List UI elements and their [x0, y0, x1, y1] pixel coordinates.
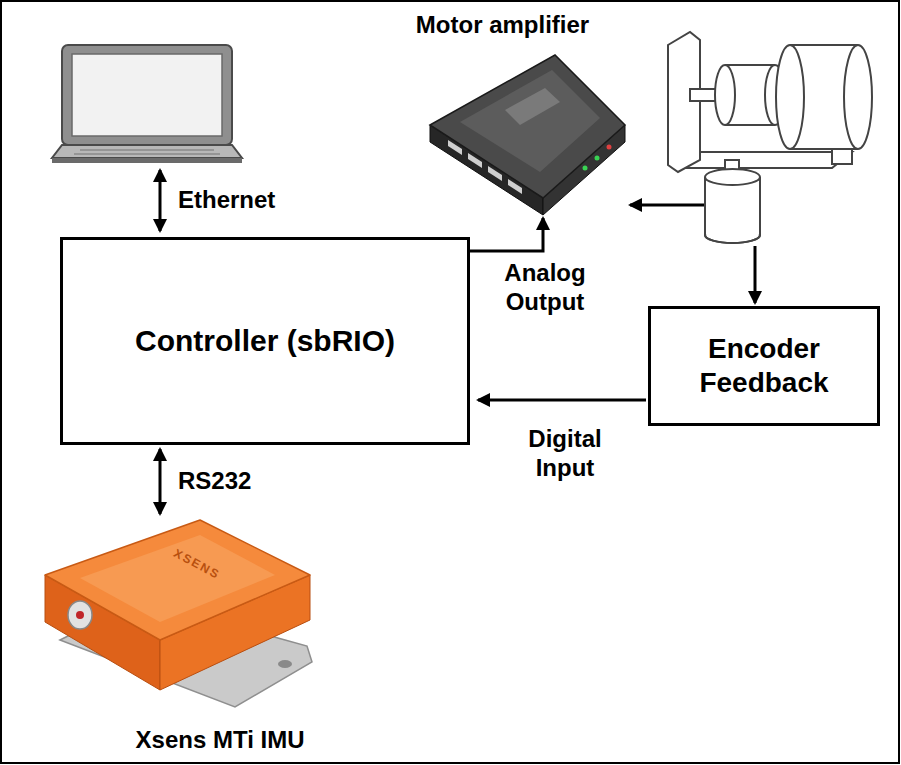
imu-node: Xsens MTi IMU — [60, 512, 380, 762]
process-box: Encoder Feedback — [648, 306, 880, 426]
imu-picture-part — [278, 660, 292, 668]
amplifier-node: Motor amplifier — [380, 0, 625, 218]
box-text: Controller (sbRIO) — [135, 323, 395, 359]
imu-picture-part — [68, 601, 92, 629]
gimbal-drawing-part — [844, 45, 872, 149]
brand-mark: XSENS — [171, 546, 222, 582]
edge-label: Analog Output — [485, 258, 605, 316]
laptop-icon-part — [80, 149, 214, 151]
gimbal-drawing-part — [678, 152, 852, 168]
gimbal-drawing-part — [725, 124, 775, 126]
motor-amplifier-picture — [430, 55, 625, 215]
laptop-icon-part — [62, 45, 232, 145]
imu-picture-part — [80, 535, 275, 622]
motor-amplifier-picture-part — [448, 140, 462, 155]
gimbal-drawing-part — [706, 178, 759, 234]
edge-label: Digital Input — [505, 424, 625, 482]
imu-picture-part — [76, 611, 84, 619]
imu-picture — [45, 520, 312, 707]
motor-amplifier-picture-part — [488, 166, 502, 181]
gimbal-drawing-part — [715, 65, 735, 125]
laptop-icon-part — [72, 54, 222, 136]
gimbal-drawing-part — [790, 44, 858, 46]
motor-amplifier-picture-part — [607, 145, 612, 150]
connector-arrow — [470, 218, 543, 251]
motor-amplifier-picture-part — [505, 88, 560, 125]
gimbal-drawing-part — [790, 148, 858, 150]
motor-amplifier-picture-part — [430, 55, 625, 198]
interface-label: Ethernet — [178, 186, 275, 214]
gimbal-drawing — [668, 32, 872, 243]
motor-amplifier-picture-part — [595, 156, 600, 161]
laptop-icon — [52, 45, 242, 163]
box-text: Encoder Feedback — [663, 332, 865, 400]
gimbal-encoder-arrow — [755, 246, 756, 303]
ethernet-arrow-part — [159, 170, 162, 231]
imu-picture-part — [45, 520, 310, 640]
controller-box: Controller (sbRIO) — [60, 237, 470, 445]
motor-amplifier-picture-part — [508, 179, 522, 194]
connector-arrow — [159, 449, 162, 514]
ethernet-arrow — [160, 170, 161, 231]
gimbal-drawing-part — [759, 177, 761, 235]
gimbal-drawing-part — [705, 169, 760, 185]
motor-amplifier-picture-part — [460, 70, 600, 172]
picture-heading: Motor amplifier — [416, 10, 589, 39]
edge-label: RS232 — [178, 466, 288, 495]
gimbal-drawing-part — [705, 235, 760, 243]
gimbal-drawing-part — [725, 64, 775, 66]
motor-amplifier-picture-part — [468, 153, 482, 168]
laptop-icon-part — [74, 153, 220, 155]
laptop-icon-part — [52, 158, 242, 163]
laptop-icon-part — [52, 145, 242, 158]
gimbal-encoder-arrow-part — [754, 246, 757, 303]
connector-arrow — [478, 399, 646, 402]
picture-heading: Xsens MTi IMU — [136, 725, 305, 754]
gimbal-drawing-part — [776, 45, 804, 149]
motor-amplifier-picture-part — [583, 166, 588, 171]
gimbal-drawing-part — [704, 177, 706, 235]
